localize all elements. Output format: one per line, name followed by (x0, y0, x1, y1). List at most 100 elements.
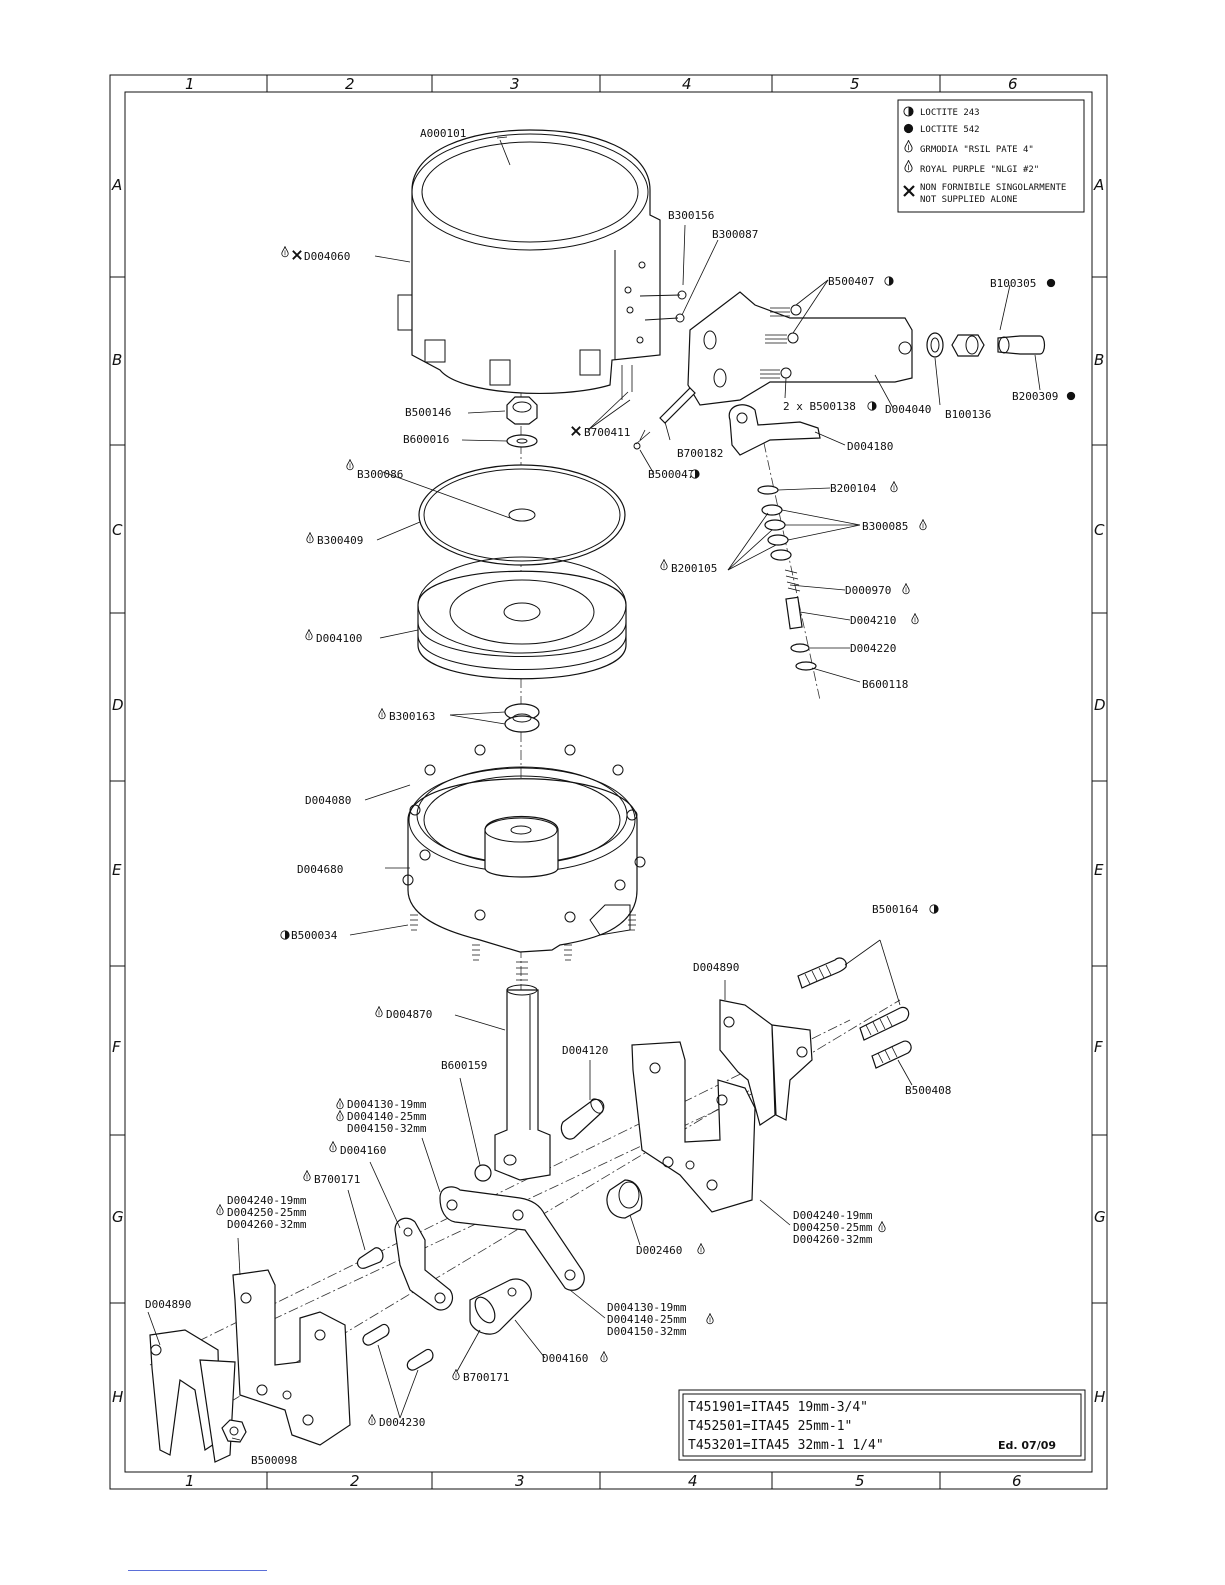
fitting-parts (926, 332, 1046, 358)
label-d004260-right: D004260-32mm (793, 1233, 873, 1246)
zone-row-f-right: F (1094, 1038, 1103, 1056)
zone-column-labels-bottom: 1 2 3 4 5 6 (185, 1472, 1022, 1490)
part-labels: A000101 D004060 B300156 B300087 B500407 … (145, 127, 1076, 1467)
label-d004680: D004680 (297, 863, 343, 876)
label-b200105: B200105 (671, 562, 717, 575)
label-b500098: B500098 (251, 1454, 297, 1467)
bracket-d004890-top (719, 999, 813, 1126)
label-b300409: B300409 (317, 534, 363, 547)
leader-lines (147, 136, 1041, 1441)
grease-drop-icon (329, 1141, 337, 1153)
label-d004130-right: D004130-19mm (607, 1301, 687, 1314)
zone-row-a-right: A (1093, 176, 1104, 194)
jaw-d004240-right (631, 1041, 756, 1213)
pin-d004120 (560, 1098, 605, 1140)
grease-drop-icon (281, 246, 289, 258)
label-b600118: B600118 (862, 678, 908, 691)
label-d004130-left: D004130-19mm (347, 1098, 427, 1111)
seal-b300163 (504, 703, 540, 733)
zone-col-3-top: 3 (510, 75, 520, 93)
zone-col-6-bottom: 6 (1012, 1472, 1022, 1490)
label-b200309: B200309 (1012, 390, 1058, 403)
label-d004080: D004080 (305, 794, 351, 807)
label-d004040: D004040 (885, 403, 931, 416)
grease-drop-icon (375, 1006, 383, 1018)
loctite-542-icon (1066, 391, 1076, 401)
loctite-243-icon (929, 904, 939, 914)
model-t451901: T451901=ITA45 19mm-3/4" (688, 1400, 868, 1415)
grease-drop-icon (911, 613, 919, 625)
link-d004130 (439, 1186, 585, 1291)
loctite-542-icon (1046, 278, 1056, 288)
grease-drop-icon (697, 1243, 705, 1255)
zone-row-e-left: E (112, 861, 122, 879)
label-d004250-left: D004250-25mm (227, 1206, 307, 1219)
label-b500407: B500407 (828, 275, 874, 288)
legend-loctite-542: LOCTITE 542 (920, 125, 980, 135)
grease-drop-icon (706, 1313, 714, 1325)
label-d004890-top: D004890 (693, 961, 739, 974)
zone-row-c-right: C (1094, 521, 1105, 539)
label-d004260-left: D004260-32mm (227, 1218, 307, 1231)
grease-drop-icon (600, 1351, 608, 1363)
edition-label: Ed. 07/09 (998, 1439, 1056, 1452)
piston-d004100 (417, 556, 627, 680)
zone-col-1-bottom: 1 (185, 1472, 195, 1490)
label-d004160-top: D004160 (340, 1144, 386, 1157)
shaft-d004870 (494, 961, 551, 1181)
label-b100136: B100136 (945, 408, 991, 421)
grease-drop-icon (336, 1110, 344, 1122)
label-d004160-bottom: D004160 (542, 1352, 588, 1365)
zone-column-labels-top: 1 2 3 4 5 6 (185, 75, 1018, 93)
loctite-542-icon (903, 123, 914, 134)
lever-d004040-drawing (687, 291, 913, 406)
label-b500047: B500047 (648, 468, 694, 481)
page-link-underline[interactable] (128, 1570, 267, 1571)
label-b500138: 2 x B500138 (783, 400, 856, 413)
model-t453201: T453201=ITA45 32mm-1 1/4" (688, 1438, 884, 1453)
clip-b600159 (474, 1164, 492, 1182)
label-b300085: B300085 (862, 520, 908, 533)
label-d004240-right: D004240-19mm (793, 1209, 873, 1222)
loctite-243-icon (903, 106, 914, 117)
screws-b500034 (410, 914, 636, 961)
label-b500034: B500034 (291, 929, 338, 942)
label-d004890-bottom: D004890 (145, 1298, 191, 1311)
cross-icon (571, 426, 581, 436)
label-d004100: D004100 (316, 632, 362, 645)
zone-row-f-left: F (112, 1038, 121, 1056)
label-b700411: B700411 (584, 426, 630, 439)
label-d004240-left: D004240-19mm (227, 1194, 307, 1207)
label-d004180: D004180 (847, 440, 893, 453)
grease-drop-icon (303, 1170, 311, 1182)
zone-col-1-top: 1 (185, 75, 195, 93)
zone-row-d-right: D (1094, 696, 1106, 714)
grease-drop-icon (890, 481, 898, 493)
grease-drop-icon (902, 583, 910, 595)
zone-col-6-top: 6 (1008, 75, 1018, 93)
legend-box: LOCTITE 243 LOCTITE 542 GRMODIA "RSIL PA… (897, 99, 1085, 213)
label-b300087: B300087 (712, 228, 758, 241)
label-d004150-left: D004150-32mm (347, 1122, 427, 1135)
label-d004150-right: D004150-32mm (607, 1325, 687, 1338)
label-d002460: D002460 (636, 1244, 682, 1257)
loctite-243-icon (867, 401, 877, 411)
loctite-243-icon (884, 276, 894, 286)
cam-d004180-drawing (728, 404, 821, 456)
grease-drop-icon (216, 1204, 224, 1216)
grease-drop-6-icon (904, 160, 913, 173)
cover-d004680 (402, 744, 646, 953)
label-d004120: D004120 (562, 1044, 608, 1057)
zone-row-a-left: A (111, 176, 122, 194)
label-b300156: B300156 (668, 209, 714, 222)
model-t452501: T452501=ITA45 25mm-1" (688, 1419, 852, 1434)
zone-row-labels-right: A B C D E F G H (1093, 176, 1106, 1406)
label-b500408: B500408 (905, 1084, 951, 1097)
screws-b500164 (797, 957, 912, 1069)
roller-d002460 (606, 1179, 643, 1219)
zone-row-labels-left: A B C D E F G H (111, 176, 124, 1406)
label-b500146: B500146 (405, 406, 451, 419)
zone-col-5-bottom: 5 (855, 1472, 865, 1490)
zone-col-4-top: 4 (682, 75, 692, 93)
label-d004220: D004220 (850, 642, 896, 655)
